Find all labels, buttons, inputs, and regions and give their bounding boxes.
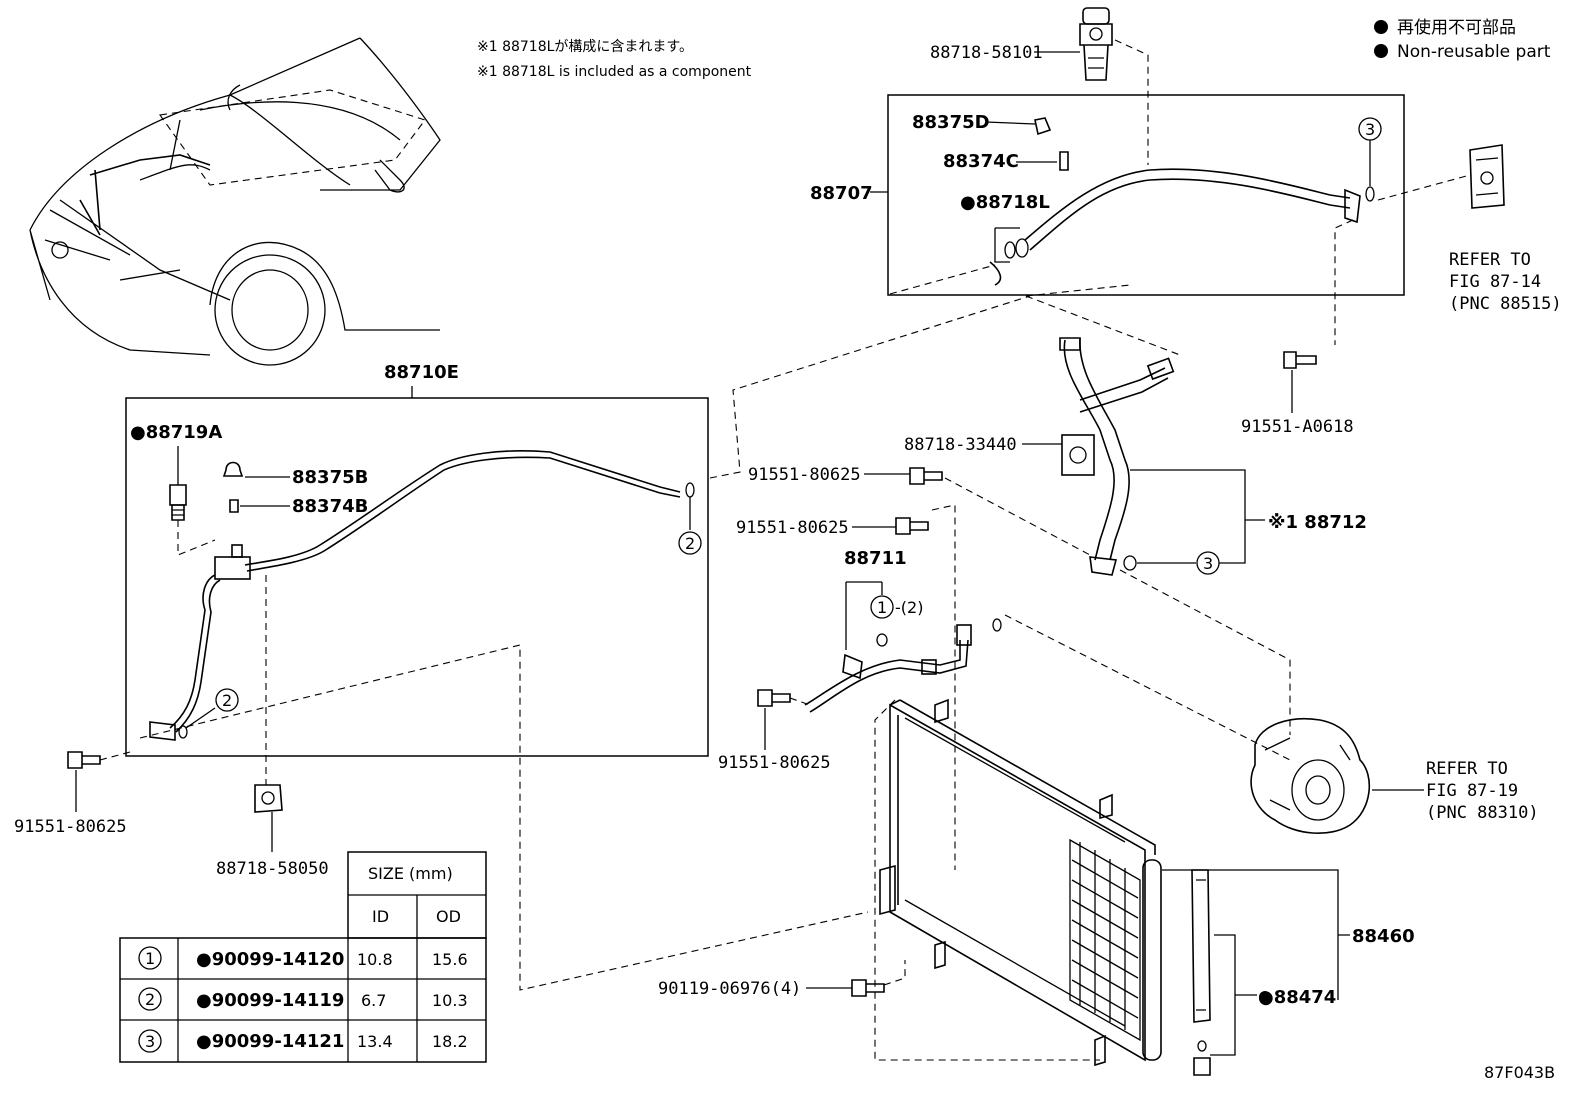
hose-88712 [1059, 337, 1175, 576]
ref1-line3: (PNC 88515) [1449, 294, 1562, 314]
label-88375D: 88375D [912, 112, 990, 133]
legend-en: Non-reusable part [1397, 42, 1551, 62]
valve-88374B [229, 499, 239, 513]
callout-1-label: 1 [877, 598, 887, 617]
size-table-col-id: ID [372, 907, 389, 926]
box-88707 [887, 94, 1405, 296]
svg-text:●90099-14121: ●90099-14121 [196, 1031, 344, 1052]
note-jp: ※1 88718Lが構成に含まれます。 [477, 39, 693, 55]
svg-text:6.7: 6.7 [361, 991, 386, 1010]
legend-bullet-icon [1374, 20, 1388, 34]
cap-88375B [222, 461, 244, 477]
size-table-row: 1 ●90099-14120 10.8 15.6 [138, 946, 468, 970]
label-callout-1-qty: -(2) [895, 598, 923, 617]
label-88710E: 88710E [384, 362, 459, 383]
cap-88375D [1034, 117, 1052, 136]
pipe-88707 [1024, 168, 1351, 241]
label-88374C: 88374C [943, 151, 1019, 172]
bolt-91551-A0618 [1283, 351, 1317, 369]
bolt-91551-80625 [757, 689, 791, 707]
callout-1 [870, 595, 894, 619]
label-88711: 88711 [844, 548, 907, 569]
svg-text:1: 1 [145, 949, 155, 968]
label-91551-80625-b: 91551-80625 [736, 518, 849, 538]
size-table-row: 2 ●90099-14119 6.7 10.3 [138, 987, 468, 1011]
figure-code: 87F043B [1484, 1063, 1555, 1082]
valve-88374C [1059, 151, 1069, 171]
svg-text:●90099-14120: ●90099-14120 [196, 949, 344, 970]
expansion-valve [1469, 144, 1505, 209]
bolt-90119-06976 [851, 979, 885, 997]
label-88460: 88460 [1352, 926, 1415, 947]
ref2-line2: FIG 87-19 [1426, 781, 1518, 801]
compressor [1250, 717, 1371, 834]
label-88718-33440: 88718-33440 [904, 435, 1017, 455]
callout-2-label: 2 [685, 534, 695, 553]
ref2-line3: (PNC 88310) [1426, 803, 1539, 823]
label-88718-58050: 88718-58050 [216, 859, 329, 879]
legend-jp: 再使用不可部品 [1397, 17, 1516, 38]
svg-text:10.3: 10.3 [432, 991, 468, 1010]
callout-2-label: 2 [222, 691, 232, 710]
callout-2 [678, 531, 702, 555]
clamp-88718-58050 [254, 784, 283, 813]
size-table-title: SIZE (mm) [368, 864, 453, 883]
label-88719A: ●88719A [130, 422, 222, 443]
svg-text:13.4: 13.4 [357, 1032, 393, 1051]
note-en: ※1 88718L is included as a component [477, 64, 752, 80]
ref1-line1: REFER TO [1449, 250, 1531, 270]
svg-text:18.2: 18.2 [432, 1032, 468, 1051]
size-table-col-od: OD [436, 907, 461, 926]
bolt-91551-80625 [67, 751, 101, 769]
label-91551-80625-c: 91551-80625 [718, 753, 831, 773]
ref2-line1: REFER TO [1426, 759, 1508, 779]
clamp-88718-58101 [1079, 7, 1113, 81]
box-88710E [125, 397, 709, 757]
svg-text:10.8: 10.8 [357, 950, 393, 969]
svg-text:2: 2 [145, 990, 155, 1009]
label-90119-06976: 90119-06976(4) [658, 979, 801, 999]
label-88712: ※1 88712 [1268, 512, 1367, 533]
desiccant-88474 [1191, 869, 1211, 1076]
legend-bullet-icon [1374, 44, 1388, 58]
label-88718-58101: 88718-58101 [930, 43, 1043, 63]
pressure-switch-88719A [169, 484, 187, 521]
svg-text:15.6: 15.6 [432, 950, 468, 969]
label-88718L: ●88718L [960, 192, 1050, 213]
callout-3-label: 3 [1365, 120, 1375, 139]
svg-text:3: 3 [145, 1032, 155, 1051]
label-88375B: 88375B [292, 467, 368, 488]
label-91551-A0618: 91551-A0618 [1241, 417, 1354, 437]
pipe-88710E [149, 450, 681, 741]
label-91551-80625-d: 91551-80625 [14, 817, 127, 837]
svg-text:●90099-14119: ●90099-14119 [196, 990, 344, 1011]
ref1-line2: FIG 87-14 [1449, 272, 1541, 292]
car-illustration [29, 37, 441, 366]
label-91551-80625-a: 91551-80625 [748, 465, 861, 485]
label-88707: 88707 [810, 183, 873, 204]
bolt-91551-80625 [895, 517, 929, 535]
callout-3-label: 3 [1203, 554, 1213, 573]
label-88474: ●88474 [1258, 987, 1336, 1008]
callout-2 [215, 688, 239, 712]
label-88374B: 88374B [292, 496, 368, 517]
condenser-88460 [879, 698, 1162, 1067]
pipe-88711 [804, 624, 972, 713]
bolt-91551-80625 [909, 467, 943, 485]
size-table-row: 3 ●90099-14121 13.4 18.2 [138, 1029, 468, 1053]
size-table [119, 851, 487, 1063]
